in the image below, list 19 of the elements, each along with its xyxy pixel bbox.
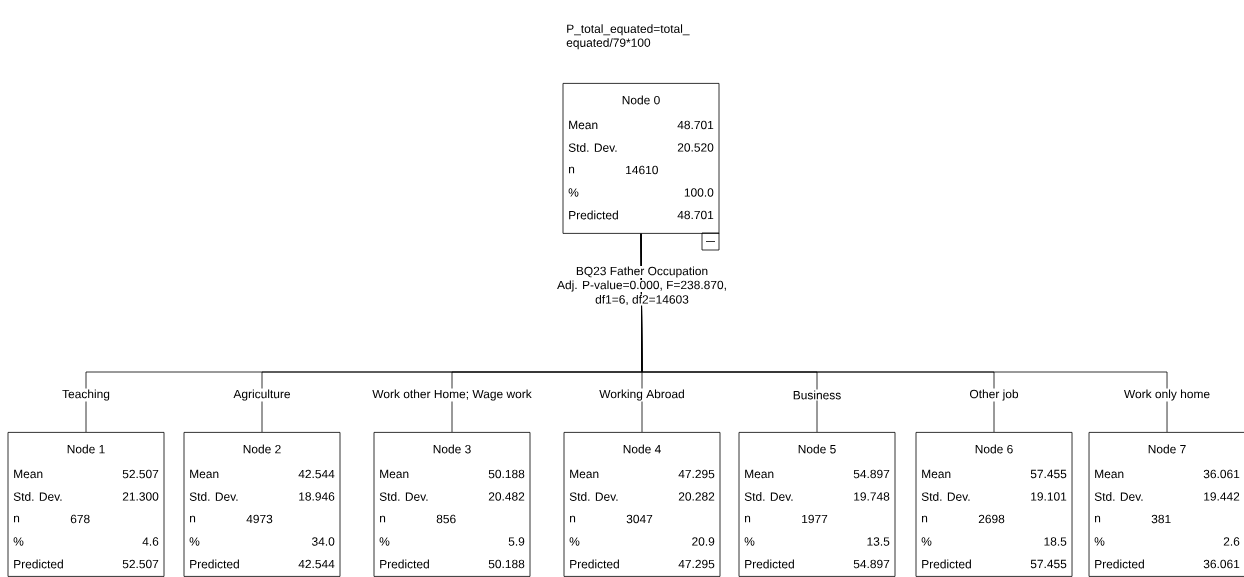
split-label: df1=6, df2=14603 [594,294,690,306]
edge-label: Teaching [61,388,111,402]
tree-node-box: Node 2 Mean 42.544 Std. Dev. 18.946 n 4973 % 34.0 Predicted 42.544 [183,432,341,577]
tree-node-box: Node 0 Mean 48.701 Std. Dev. 20.520 n 14610 % 100.0 Predicted 48.701 [562,83,720,234]
tree-node-box: Node 5 Mean 54.897 Std. Dev. 19.748 n 1977 % 13.5 Predicted 54.897 [738,432,896,577]
tree-node-box: Node 1 Mean 52.507 Std. Dev. 21.300 n 678 % 4.6 Predicted 52.507 [7,432,165,577]
title: P_total_equated=total_ equated/79*100 [566,24,690,50]
edge-label: Business [791,389,843,401]
tree-node-box: Node 4 Mean 47.295 Std. Dev. 20.282 n 3047 % 20.9 Predicted 47.295 [563,432,721,577]
edge-label: Work other Home; Wage work [371,388,533,402]
edge-label: Work only home [1122,388,1212,402]
connector-line [640,233,1168,433]
edge-label: Working Abroad [598,388,686,402]
tree-node-box: Node 3 Mean 50.188 Std. Dev. 20.482 n 856 % 5.9 Predicted 50.188 [373,432,531,577]
tree-node-box: Node 7 Mean 36.061 Std. Dev. 19.442 n 381 % 2.6 Predicted 36.061 [1088,432,1244,577]
tree-node-box: Node 6 Mean 57.455 Std. Dev. 19.101 n 2698 % 18.5 Predicted 57.455 [915,432,1073,577]
edge-label: Agriculture [232,388,292,402]
edge-label: Other job [968,388,1020,402]
split-label: BQ23 Father Occupation [575,265,709,279]
